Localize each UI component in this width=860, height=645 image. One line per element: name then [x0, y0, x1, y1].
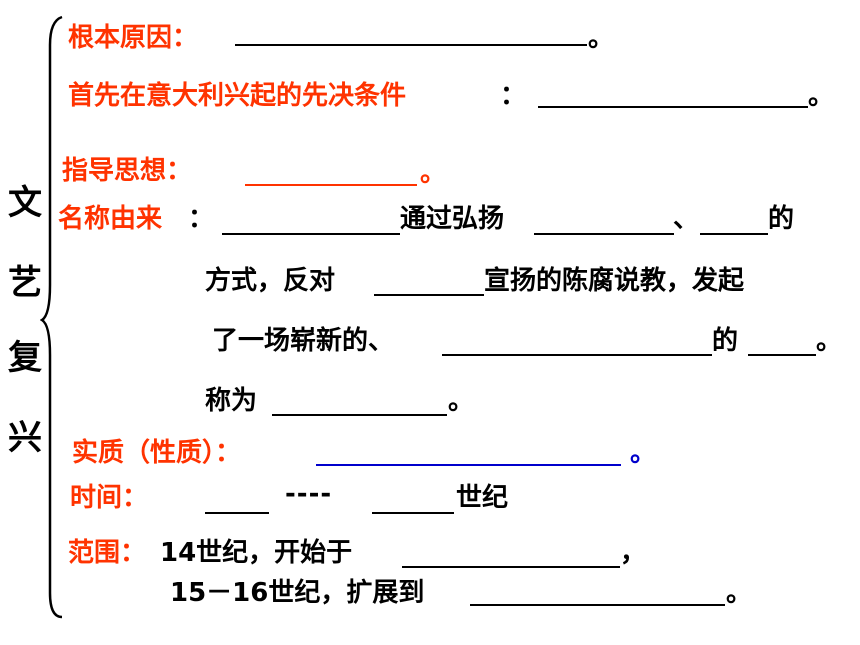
- method-text: 方式，反对: [205, 266, 336, 296]
- scope-blank-2: [470, 604, 725, 606]
- new-movement-blank-2: [748, 354, 816, 356]
- time-blank-2: [372, 512, 454, 514]
- scope-blank-1: [402, 566, 620, 568]
- oppose-blank: [374, 294, 484, 296]
- title-char-3: 复: [8, 338, 42, 378]
- root-cause-blank: [235, 44, 587, 46]
- root-cause-label: 根本原因：: [68, 23, 199, 53]
- name-origin-colon: ：: [188, 204, 215, 234]
- precondition-blank: [538, 106, 808, 108]
- name-origin-blank-3: [700, 233, 768, 235]
- called-text: 称为: [205, 386, 258, 416]
- guiding-thought-label: 指导思想：: [62, 156, 193, 186]
- called-end: 。: [448, 386, 475, 416]
- time-dash: ----: [285, 479, 333, 509]
- new-movement-text-2: 的: [712, 326, 739, 356]
- essence-blank: [316, 464, 621, 466]
- precondition-colon: ：: [500, 81, 527, 111]
- title-char-2: 艺: [8, 263, 42, 303]
- name-origin-text-3: 的: [768, 204, 795, 234]
- title-char-1: 文: [8, 183, 42, 223]
- scope-comma: ，: [620, 538, 647, 568]
- precondition-label: 首先在意大利兴起的先决条件: [68, 81, 407, 111]
- guiding-thought-blank: [245, 184, 417, 186]
- time-blank-1: [205, 512, 269, 514]
- name-origin-text-2: 、: [673, 204, 700, 234]
- time-century: 世纪: [456, 483, 509, 513]
- time-label: 时间：: [70, 483, 149, 513]
- essence-label: 实质（性质）：: [72, 438, 242, 468]
- title-char-4: 兴: [8, 418, 42, 458]
- new-movement-end: 。: [816, 326, 843, 356]
- essence-end: 。: [630, 438, 657, 468]
- new-movement-text: 了一场崭新的、: [212, 326, 395, 356]
- name-origin-label: 名称由来: [58, 204, 163, 234]
- name-origin-blank-2: [534, 233, 674, 235]
- scope-text-1: 14世纪，开始于: [160, 538, 353, 568]
- name-origin-text-1: 通过弘扬: [400, 204, 505, 234]
- scope-label: 范围：: [68, 538, 147, 568]
- precondition-end: 。: [808, 81, 835, 111]
- called-blank: [272, 414, 447, 416]
- root-cause-end: 。: [588, 23, 615, 53]
- left-brace: [40, 15, 63, 619]
- name-origin-blank-1: [222, 233, 400, 235]
- guiding-thought-end: 。: [420, 158, 447, 188]
- oppose-text: 宣扬的陈腐说教，发起: [484, 266, 745, 296]
- scope-end: 。: [726, 578, 753, 608]
- scope-text-2: 15－16世纪，扩展到: [170, 578, 425, 608]
- new-movement-blank-1: [442, 354, 712, 356]
